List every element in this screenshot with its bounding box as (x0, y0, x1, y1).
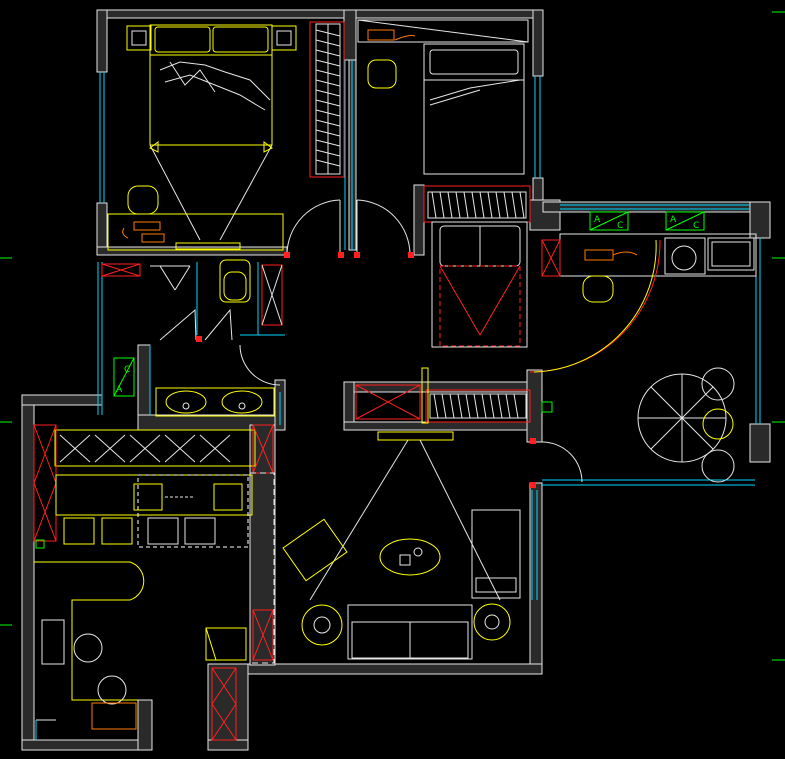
living-room (282, 431, 583, 660)
bedroom-2-wardrobe (423, 185, 531, 223)
guest-bed (431, 221, 528, 348)
ac-unit-east-2-label-a: A (670, 215, 677, 225)
dining-table (55, 474, 253, 548)
east-study (529, 233, 757, 373)
ac-unit-east-1: A C (589, 211, 629, 231)
master-wardrobe (309, 21, 345, 178)
guest-wardrobe (355, 367, 531, 424)
ac-unit-east-2: A C (665, 211, 705, 231)
nightstand-left (126, 25, 152, 51)
ac-unit-east-2-label-c: C (693, 221, 699, 231)
bedroom-2-desk (357, 19, 529, 89)
master-desk (107, 185, 284, 251)
hall-doors (284, 199, 414, 258)
ac-unit-bath: A C (113, 357, 135, 397)
nightstand-right (271, 25, 297, 51)
master-bed (149, 24, 273, 241)
kitchen-counter (33, 424, 274, 549)
bed-2 (423, 43, 525, 175)
ac-unit-east-1-label-a: A (594, 215, 601, 225)
bathroom: A C (101, 259, 283, 417)
kitchen-island (34, 561, 145, 740)
ac-unit-bath-label-a: A (116, 385, 123, 395)
balcony-umbrella (541, 367, 735, 483)
windows (97, 60, 761, 600)
ac-unit-east-1-label-c: C (617, 221, 623, 231)
margin-markers (0, 11, 785, 661)
ac-unit-bath-label-c: C (124, 365, 130, 375)
kitchen-partition (205, 472, 275, 741)
